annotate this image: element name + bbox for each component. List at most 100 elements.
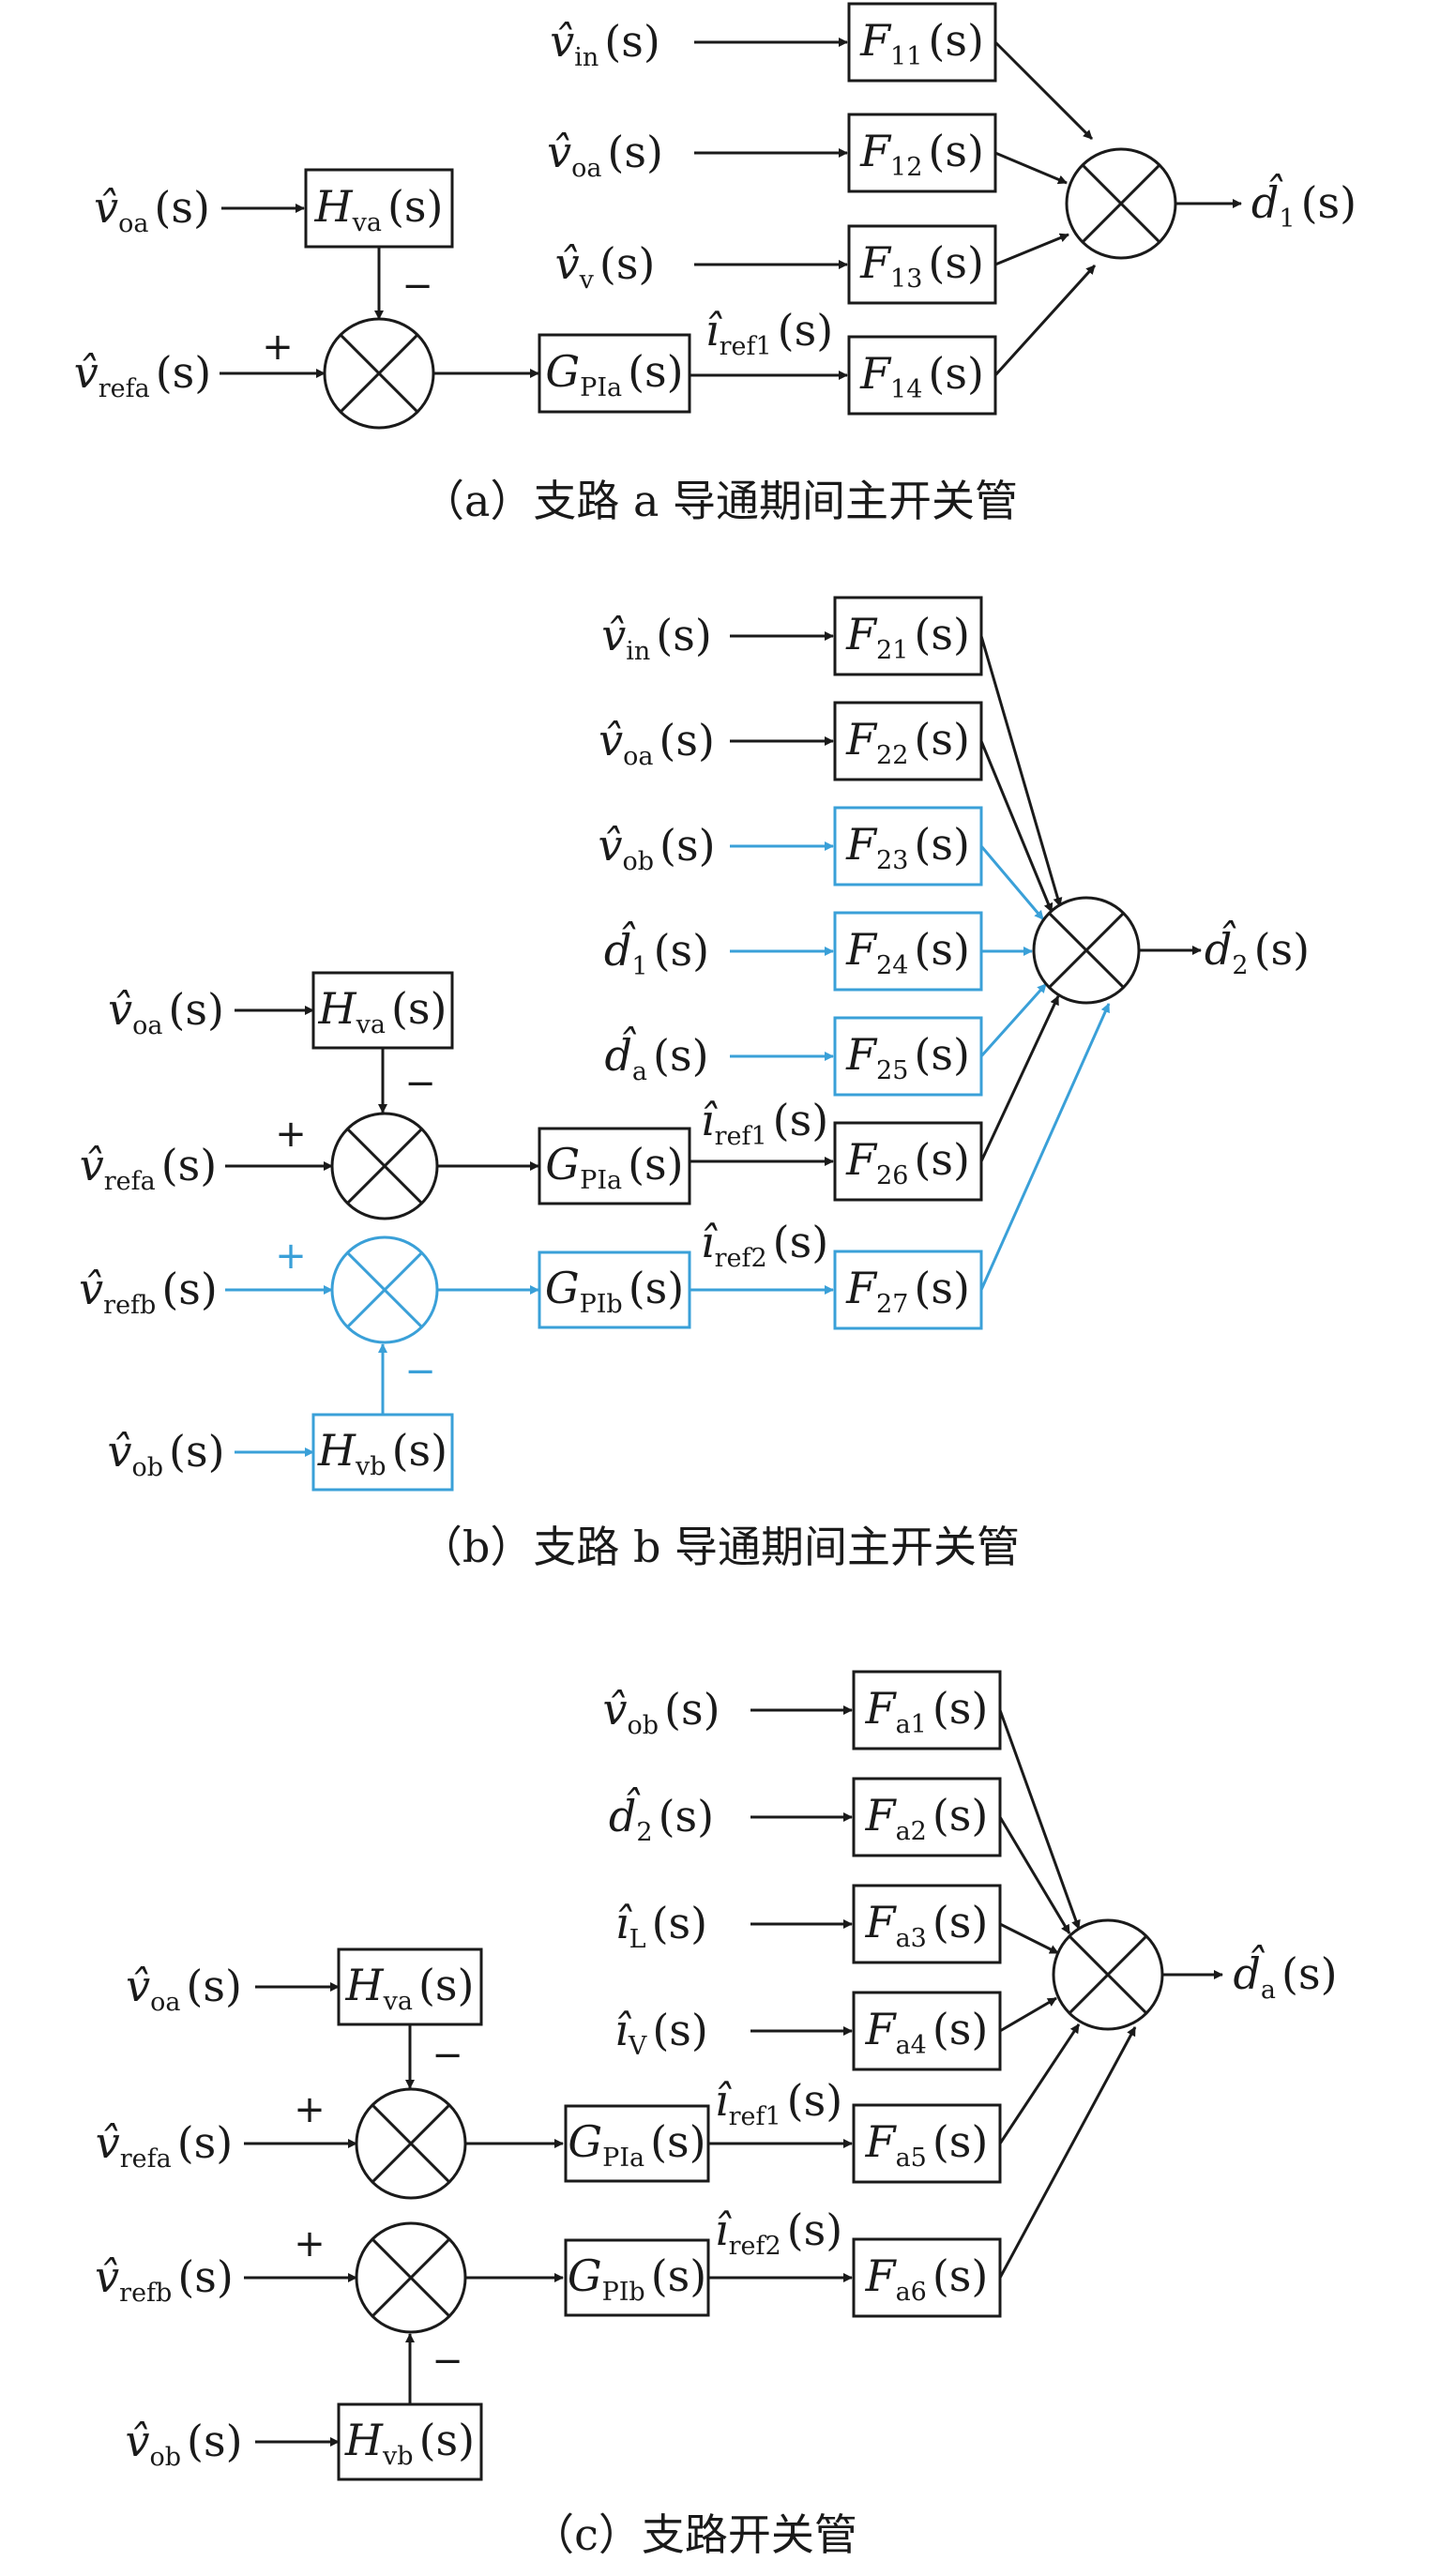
c-block-gpib — [564, 2238, 710, 2317]
a-input-vrefa-symbol: v̂ — [74, 347, 99, 398]
c-output-da: d̂a(s) — [1233, 1944, 1337, 2005]
c-input-3-symbol: î — [615, 1898, 633, 1948]
a-signal-iref1: îref1(s) — [705, 305, 833, 361]
b-line-f27-sum — [979, 1003, 1111, 1291]
block-f14-label-subscript: 14 — [890, 375, 922, 404]
b-line-f25-sum — [979, 982, 1048, 1058]
c-line-fa5-sum — [998, 2023, 1081, 2144]
c-input-vob-fb-subscript: ob — [149, 2443, 181, 2472]
block-f24-label-symbol: F — [845, 924, 878, 975]
a-block-gpia — [538, 333, 691, 414]
block-f27-label-symbol: F — [845, 1263, 878, 1313]
b-input-3-argument: (s) — [659, 820, 716, 871]
block-f11-label-symbol: F — [859, 15, 892, 66]
c-input-2-argument: (s) — [659, 1791, 715, 1841]
c-line-fa2-sum — [998, 1816, 1071, 1934]
c-input-vrefb-symbol: v̂ — [95, 2251, 119, 2302]
a-input-vin-argument: (s) — [604, 16, 660, 67]
b-input-3-symbol: v̂ — [598, 820, 622, 871]
c-signal-iref2-symbol: î — [715, 2205, 733, 2255]
b-input-4-subscript: 1 — [631, 952, 647, 981]
c-input-voa-fb: v̂oa(s) — [126, 1961, 242, 2017]
a-signal-iref1-argument: (s) — [778, 305, 834, 356]
a-block-hva-label-subscript: va — [352, 208, 382, 237]
block-f23-label-argument: (s) — [914, 819, 970, 870]
block-fa6-label: Fa6(s) — [865, 2250, 989, 2307]
c-output-da-symbol: d̂ — [1233, 1944, 1265, 1999]
b-sign-plus-a: + — [275, 1113, 307, 1156]
block-f27-label-subscript: 27 — [876, 1290, 908, 1319]
c-input-3-argument: (s) — [652, 1898, 708, 1948]
block-fa1-label-subscript: a1 — [896, 1710, 927, 1739]
block-fa3-label-argument: (s) — [932, 1897, 989, 1947]
b-output-d2: d̂2(s) — [1205, 919, 1310, 980]
block-f25 — [833, 1016, 983, 1097]
b-line-f26-sum — [979, 995, 1060, 1162]
block-fa4-label-symbol: F — [865, 2004, 898, 2054]
b-signal-iref1-symbol: î — [701, 1095, 719, 1145]
a-input-vv-subscript: v — [579, 265, 595, 295]
block-f22-label-argument: (s) — [914, 714, 970, 765]
block-fa1 — [852, 1670, 1002, 1750]
c-signal-iref1-symbol: î — [715, 2075, 733, 2126]
c-sign-minus-b: − — [432, 2340, 463, 2383]
block-fa2-label-symbol: F — [865, 1790, 898, 1841]
block-f14-label: F14(s) — [859, 348, 984, 404]
b-input-vob-fb-subscript: ob — [131, 1453, 163, 1482]
b-block-gpia-label: GPIa(s) — [545, 1139, 683, 1195]
b-block-hva — [311, 971, 454, 1050]
block-f12-label-argument: (s) — [928, 126, 984, 176]
block-f13-label-subscript: 13 — [890, 265, 922, 294]
c-input-1-symbol: v̂ — [602, 1684, 627, 1735]
block-fa4-label-argument: (s) — [932, 2004, 989, 2054]
b-signal-iref2-subscript: ref2 — [715, 1244, 767, 1273]
a-block-gpia-label: GPIa(s) — [545, 346, 683, 402]
block-f26-label-argument: (s) — [914, 1134, 970, 1185]
c-signal-iref1: îref1(s) — [715, 2075, 842, 2131]
c-sign-plus-b: + — [294, 2222, 326, 2265]
block-f23-label-symbol: F — [845, 819, 878, 870]
block-f21 — [833, 596, 983, 676]
caption-c: （c）支路开关管 — [531, 2509, 857, 2560]
block-f21-label-symbol: F — [845, 609, 878, 659]
c-block-gpia-label-symbol: G — [568, 2116, 602, 2167]
block-f14-label-symbol: F — [859, 348, 892, 399]
a-block-hva-label-symbol: H — [314, 181, 354, 232]
block-f27 — [833, 1250, 983, 1330]
a-error-sum — [323, 317, 435, 430]
c-block-gpib-label-symbol: G — [568, 2250, 602, 2301]
c-input-4-argument: (s) — [652, 2005, 708, 2055]
a-block-hva-label: Hva(s) — [314, 181, 444, 237]
b-block-gpib-label-argument: (s) — [629, 1263, 685, 1313]
c-input-vob-fb: v̂ob(s) — [125, 2416, 242, 2472]
block-f13-label: F13(s) — [859, 237, 984, 294]
block-f21-label-argument: (s) — [914, 609, 970, 659]
block-f24 — [833, 911, 983, 992]
block-f26 — [833, 1121, 983, 1202]
b-input-vrefb-subscript: refb — [103, 1291, 156, 1320]
b-block-hvb-label-argument: (s) — [392, 1425, 448, 1476]
block-fa2-label: Fa2(s) — [865, 1790, 989, 1846]
c-input-2-symbol: d̂ — [609, 1786, 641, 1841]
c-input-voa-fb-argument: (s) — [186, 1961, 242, 2011]
c-line-fa6-sum — [998, 2026, 1137, 2279]
block-f23 — [833, 806, 983, 886]
a-block-hva-label-argument: (s) — [387, 181, 444, 232]
block-f14-label-argument: (s) — [928, 348, 984, 399]
a-input-vv-argument: (s) — [599, 238, 656, 289]
c-block-hva-label-subscript: va — [383, 1987, 413, 2016]
c-input-2-subscript: 2 — [636, 1818, 652, 1847]
c-input-vrefa-symbol: v̂ — [96, 2117, 120, 2168]
c-line-fa3-sum — [999, 1922, 1059, 1955]
block-f24-label-argument: (s) — [914, 924, 970, 975]
c-input-vrefa-subscript: refa — [120, 2144, 172, 2174]
c-signal-iref2-argument: (s) — [787, 2205, 843, 2255]
block-fa4-label-subscript: a4 — [896, 2031, 927, 2060]
b-input-2-argument: (s) — [659, 715, 715, 765]
block-fa3-label-symbol: F — [865, 1897, 898, 1947]
a-input-vv: v̂v(s) — [555, 238, 656, 295]
b-output-d2-subscript: 2 — [1232, 951, 1248, 980]
a-input-vrefa-subscript: refa — [99, 374, 150, 403]
a-line-f13-sum — [994, 233, 1069, 266]
block-fa4-label: Fa4(s) — [865, 2004, 989, 2060]
